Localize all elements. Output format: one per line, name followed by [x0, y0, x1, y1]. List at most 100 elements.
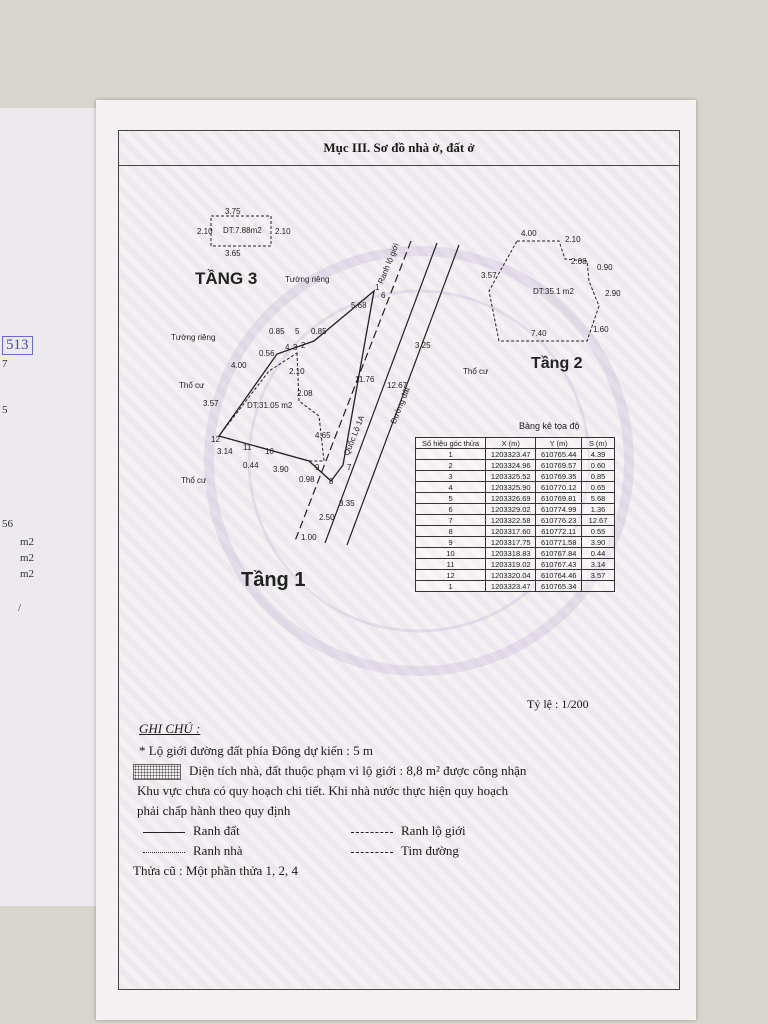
table-cell: 610765.44	[535, 448, 582, 460]
note-line: * Lộ giới đường đất phía Đông dự kiến : …	[139, 743, 374, 758]
coord-table-caption: Bảng kê tọa độ	[519, 421, 580, 431]
table-cell: 9	[414, 536, 487, 548]
edge-length: 3.14	[217, 447, 233, 456]
wall-label: Tường riêng	[285, 275, 330, 284]
point-label: 12	[211, 435, 220, 444]
table-cell: 610774.99	[535, 503, 582, 515]
edge-length: 3.57	[203, 399, 219, 408]
table-cell: 3.57	[581, 569, 615, 581]
table-cell: 1203323.47	[485, 580, 537, 592]
edge-length: 0.56	[259, 349, 275, 358]
table-cell: 1203324.96	[485, 459, 537, 471]
table-cell: 1203318.83	[485, 547, 537, 559]
table-cell: 7	[414, 514, 487, 526]
table-cell: 1	[414, 580, 487, 592]
hatch-swatch	[133, 764, 181, 781]
table-cell: 3	[414, 470, 487, 482]
table-cell: 6	[414, 503, 487, 515]
legend-text: Ranh đất	[193, 823, 240, 838]
table-cell	[581, 580, 615, 592]
table-cell: 5.68	[581, 492, 615, 504]
table-cell: 1203320.04	[485, 569, 537, 581]
dashed-line-icon	[351, 831, 393, 833]
table-cell: 10	[414, 547, 487, 559]
point-label: 9	[315, 463, 320, 472]
table-cell: 0.44	[581, 547, 615, 559]
edge-length: 3.90	[273, 465, 289, 474]
adjacent-page: 513 7 5 56 m2 m2 m2 /	[0, 108, 97, 906]
edge-length: 0.98	[299, 475, 315, 484]
point-label: 8	[329, 477, 334, 486]
note-line: phải chấp hành theo quy định	[137, 803, 291, 818]
col-header: Y (m)	[535, 437, 582, 449]
point-label: 1	[375, 283, 380, 292]
table-cell: 0.65	[581, 481, 615, 493]
table-cell: 1.36	[581, 503, 615, 515]
table-cell: 3.90	[581, 536, 615, 548]
legend-item: Ranh đất	[143, 823, 240, 839]
table-cell: 610767.43	[535, 558, 582, 570]
edge-length: 12.67	[387, 381, 408, 390]
col-header: Số hiệu góc thửa	[414, 437, 487, 449]
parcel-number: 513	[2, 336, 33, 355]
floor2-area: DT:35.1 m2	[533, 287, 574, 296]
dim-label: 3.65	[225, 249, 241, 258]
point-label: 10	[265, 447, 274, 456]
legend-item: Tim đường	[351, 843, 459, 859]
edge-length: 11.76	[355, 375, 375, 384]
scale-label: Tỷ lệ : 1/200	[527, 697, 589, 711]
edge-length: 5.68	[351, 301, 367, 310]
left-value: /	[18, 602, 22, 614]
note-line: Diện tích nhà, đất thuộc phạm vi lộ giới…	[133, 763, 526, 781]
point-label: 3	[293, 343, 298, 352]
table-cell: 0.85	[581, 470, 615, 482]
table-cell: 610772.11	[535, 525, 582, 537]
left-value: m2	[20, 536, 35, 548]
table-cell: 610765.34	[535, 580, 582, 592]
table-cell: 0.60	[581, 459, 615, 471]
point-label: 7	[347, 463, 352, 472]
resident-label: Thổ cư	[179, 381, 205, 390]
table-cell: 610771.58	[535, 536, 582, 548]
table-cell: 1203329.02	[485, 503, 537, 515]
diagram-frame: Mục III. Sơ đồ nhà ở, đất ở DT:7.88m2 3.…	[118, 130, 680, 990]
dim-label: 3.57	[481, 271, 497, 280]
floor2-label: Tầng 2	[531, 355, 583, 372]
legend-text: Ranh nhà	[193, 843, 243, 858]
point-label: 5	[295, 327, 300, 336]
dim-label: 0.90	[597, 263, 613, 272]
document-page: Mục III. Sơ đồ nhà ở, đất ở DT:7.88m2 3.…	[96, 100, 696, 1020]
table-cell: 3.14	[581, 558, 615, 570]
table-cell: 4.39	[581, 448, 615, 460]
note-line: Khu vực chưa có quy hoạch chi tiết. Khi …	[137, 783, 509, 798]
table-cell: 610764.46	[535, 569, 582, 581]
floor1-area: DT:31.05 m2	[247, 401, 293, 410]
table-header-row: Số hiệu góc thửa X (m) Y (m) S (m)	[414, 437, 615, 449]
dim-label: 4.00	[521, 229, 537, 238]
table-cell: 1	[414, 448, 487, 460]
table-cell: 1203325.52	[485, 470, 537, 482]
point-label: 11	[243, 443, 252, 452]
dim-label: 2.90	[605, 289, 621, 298]
left-value: 7	[2, 358, 8, 370]
table-cell: 11	[414, 558, 487, 570]
left-value: m2	[20, 568, 35, 580]
col-header: X (m)	[485, 437, 537, 449]
floor3-area: DT:7.88m2	[223, 226, 262, 235]
legend-item: Ranh lộ giới	[351, 823, 466, 839]
dim-label: 1.60	[593, 325, 609, 334]
table-cell: 1203317.60	[485, 525, 537, 537]
dim-label: 2.10	[197, 227, 213, 236]
table-cell: 4	[414, 481, 487, 493]
resident-label: Thổ cư	[463, 367, 489, 376]
site-plan-drawing	[204, 215, 634, 676]
legend-text: Ranh lộ giới	[401, 823, 466, 838]
